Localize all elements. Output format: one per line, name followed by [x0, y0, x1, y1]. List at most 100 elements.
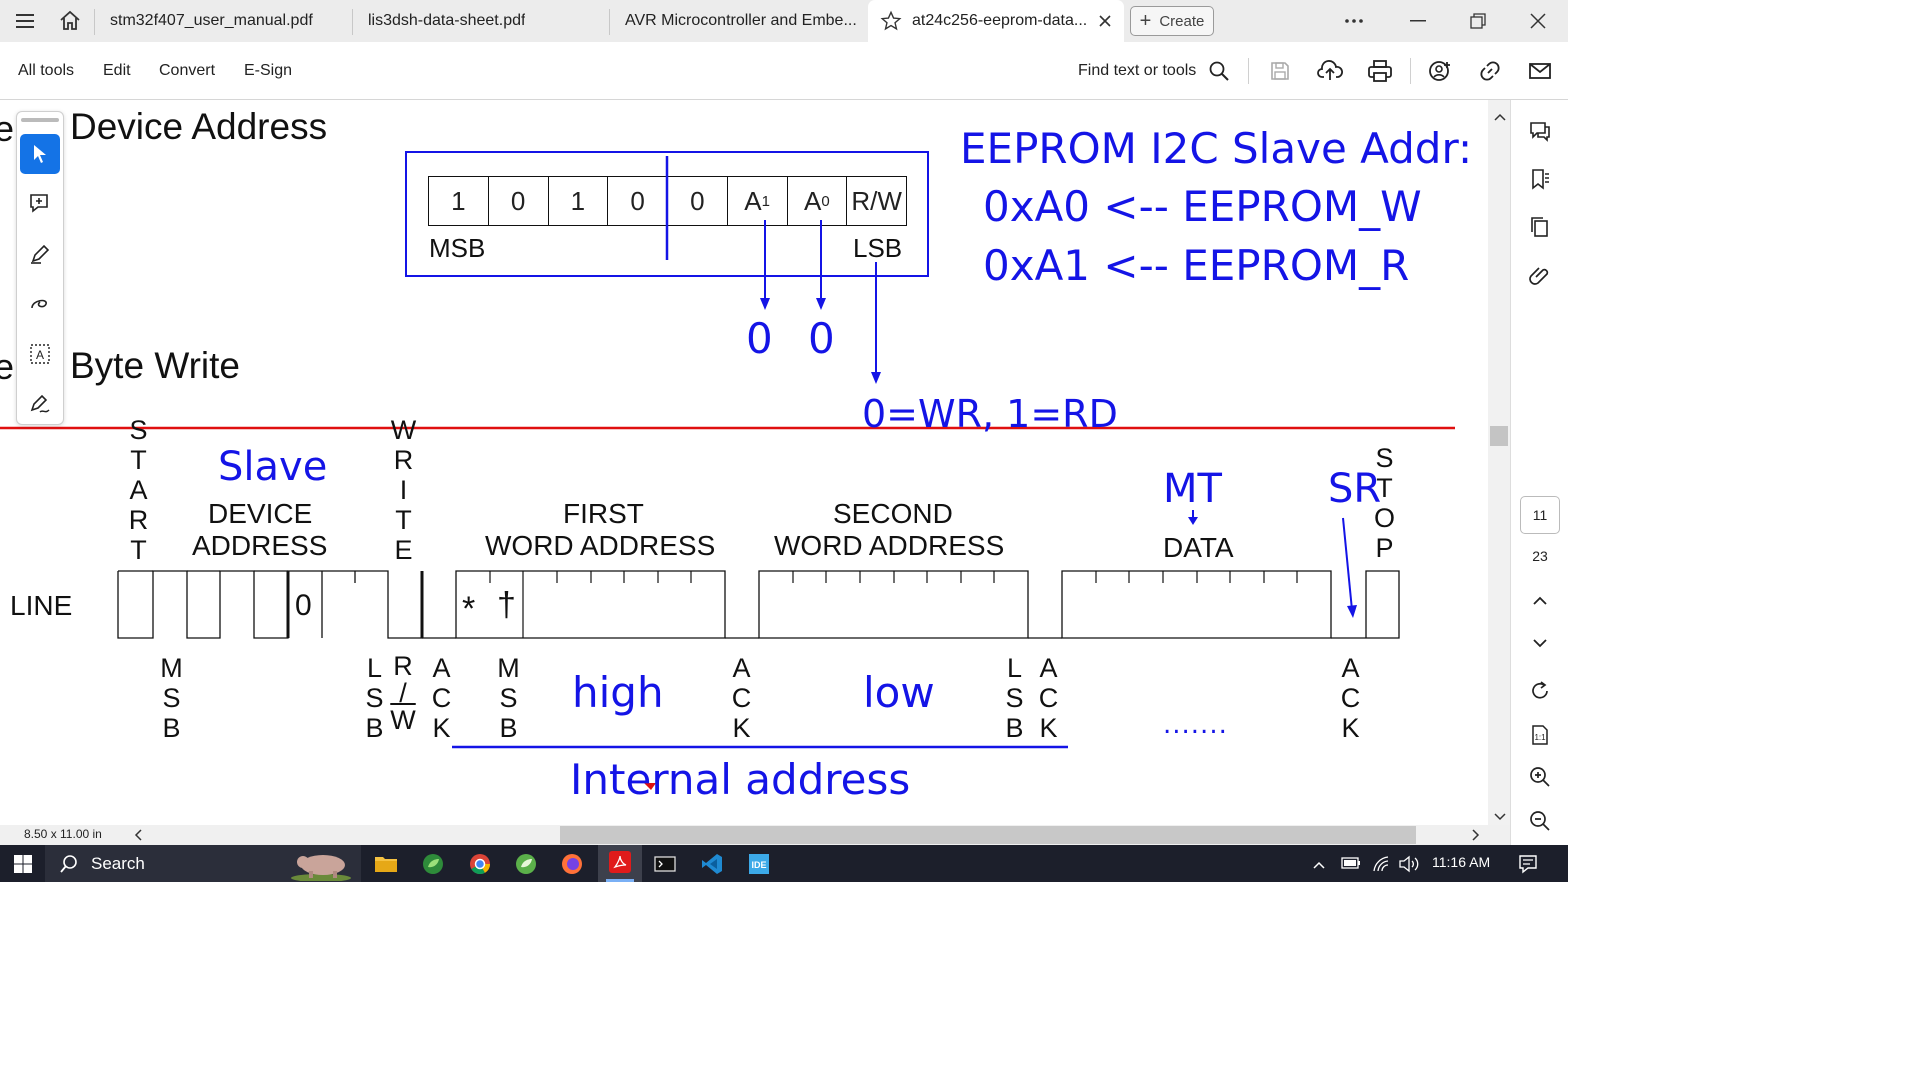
- tab-label: AVR Microcontroller and Embe...: [625, 12, 857, 29]
- bit-value: A: [744, 185, 762, 216]
- email-icon[interactable]: [1525, 56, 1555, 86]
- menu-label: E-Sign: [244, 62, 293, 79]
- tab-stm32-manual[interactable]: stm32f407_user_manual.pdf: [110, 0, 340, 42]
- menu-icon[interactable]: [14, 11, 40, 31]
- pdf-document-view[interactable]: e e Device Address Byte Write 1 0 1 0 0 …: [0, 100, 1488, 825]
- svg-text:A: A: [36, 348, 44, 362]
- scroll-left-icon[interactable]: [134, 829, 142, 844]
- copy-pages-icon[interactable]: [1525, 212, 1555, 242]
- find-text-button[interactable]: Find text or tools: [1078, 42, 1230, 100]
- next-page-icon[interactable]: [1525, 628, 1555, 658]
- bit-value: 1: [570, 185, 586, 216]
- star-icon[interactable]: [880, 10, 902, 32]
- clipped-text: e: [0, 346, 15, 387]
- tab-avr[interactable]: AVR Microcontroller and Embe...: [625, 0, 860, 42]
- stm32-ide-icon[interactable]: IDE: [744, 850, 774, 878]
- heading-device-address: Device Address: [70, 106, 328, 147]
- notifications-icon[interactable]: [1517, 853, 1539, 880]
- wifi-icon[interactable]: [1372, 855, 1392, 878]
- palette-drag-handle[interactable]: [21, 118, 59, 122]
- menu-label: All tools: [18, 62, 75, 79]
- more-options-icon[interactable]: [1324, 0, 1384, 42]
- vertical-scrollbar[interactable]: [1488, 100, 1510, 825]
- add-comment-icon[interactable]: [20, 184, 60, 224]
- below-ack-text: ACK: [426, 653, 457, 743]
- sign-icon[interactable]: [20, 384, 60, 424]
- text-box-icon[interactable]: A: [20, 334, 60, 374]
- select-tool-icon[interactable]: [20, 134, 60, 174]
- taskbar-search-box[interactable]: Search: [45, 845, 361, 882]
- tab-label: at24c256-eeprom-data...: [912, 12, 1088, 29]
- svg-text:1:1: 1:1: [1534, 733, 1546, 742]
- save-icon[interactable]: [1265, 56, 1295, 86]
- tab-at24c256[interactable]: at24c256-eeprom-data...: [868, 0, 1124, 42]
- acrobat-taskbar-active[interactable]: [598, 845, 642, 882]
- tab-lis3dsh[interactable]: lis3dsh-data-sheet.pdf: [368, 0, 598, 42]
- label-stop-text: STOP: [1369, 443, 1400, 563]
- label-address: ADDRESS: [192, 530, 328, 561]
- below-rw-w: W: [390, 705, 416, 735]
- leaf-app-2-icon[interactable]: [511, 850, 541, 878]
- annotation-rw-meaning: 0=WR, 1=RD: [862, 392, 1118, 436]
- actual-size-icon[interactable]: 1:1: [1525, 720, 1555, 750]
- zoom-in-icon[interactable]: [1525, 762, 1555, 792]
- search-label: Search: [91, 853, 145, 873]
- highlight-pen-icon[interactable]: [20, 234, 60, 274]
- bookmark-icon[interactable]: [1525, 164, 1555, 194]
- rotate-icon[interactable]: [1525, 676, 1555, 706]
- previous-page-icon[interactable]: [1525, 586, 1555, 616]
- menu-esign[interactable]: E-Sign: [244, 42, 292, 100]
- below-rw-r: R: [393, 651, 413, 681]
- browser-tab-bar: stm32f407_user_manual.pdf lis3dsh-data-s…: [0, 0, 1568, 42]
- upload-cloud-icon[interactable]: [1315, 56, 1345, 86]
- share-user-icon[interactable]: [1425, 56, 1455, 86]
- scroll-down-icon[interactable]: [1494, 808, 1506, 826]
- horizontal-scroll-thumb[interactable]: [560, 826, 1416, 844]
- create-button[interactable]: + Create: [1130, 6, 1214, 36]
- attachment-icon[interactable]: [1525, 260, 1555, 290]
- label-second: SECOND: [833, 498, 953, 529]
- link-icon[interactable]: [1475, 56, 1505, 86]
- below-lsb: LSB: [1000, 653, 1030, 743]
- windows-start-icon[interactable]: [8, 850, 38, 878]
- close-window-icon[interactable]: [1508, 0, 1568, 42]
- scroll-thumb[interactable]: [1490, 426, 1508, 446]
- chrome-icon[interactable]: [465, 850, 495, 878]
- file-explorer-icon[interactable]: [371, 850, 401, 878]
- svg-text:IDE: IDE: [751, 860, 766, 870]
- draw-freehand-icon[interactable]: [20, 284, 60, 324]
- menu-all-tools[interactable]: All tools: [18, 42, 74, 100]
- scroll-right-icon[interactable]: [1472, 829, 1480, 844]
- below-ack: ACK: [727, 653, 757, 743]
- show-hidden-icons[interactable]: [1312, 857, 1326, 875]
- firefox-icon[interactable]: [557, 850, 587, 878]
- bit-subscript: 1: [761, 192, 770, 210]
- annotation-a1-zero: 0: [746, 314, 773, 363]
- scroll-up-icon[interactable]: [1494, 108, 1506, 126]
- annotation-mt: MT: [1163, 466, 1222, 512]
- below-lsb: LSB: [360, 653, 390, 743]
- leaf-app-icon[interactable]: [418, 850, 448, 878]
- print-icon[interactable]: [1365, 56, 1395, 86]
- vscode-icon[interactable]: [697, 850, 727, 878]
- annotation-read-addr: 0xA1 <-- EEPROM_R: [983, 241, 1410, 290]
- tab-label: stm32f407_user_manual.pdf: [110, 12, 313, 29]
- menu-edit[interactable]: Edit: [103, 42, 131, 100]
- comments-icon[interactable]: [1525, 116, 1555, 146]
- label-write: WRITE: [389, 415, 419, 565]
- clock-time[interactable]: 11:16 AM: [1432, 854, 1491, 870]
- minimize-icon[interactable]: [1388, 0, 1448, 42]
- home-icon[interactable]: [58, 9, 84, 33]
- annotation-internal-address: Internal address: [570, 755, 911, 804]
- menu-convert[interactable]: Convert: [159, 42, 215, 100]
- terminal-icon[interactable]: [650, 850, 680, 878]
- battery-icon[interactable]: [1340, 855, 1362, 876]
- bit-zero: 0: [295, 589, 312, 622]
- page-number-input[interactable]: 11: [1520, 496, 1560, 534]
- restore-icon[interactable]: [1448, 0, 1508, 42]
- zoom-out-icon[interactable]: [1525, 806, 1555, 836]
- close-tab-icon[interactable]: [1098, 14, 1112, 28]
- volume-icon[interactable]: [1398, 855, 1420, 878]
